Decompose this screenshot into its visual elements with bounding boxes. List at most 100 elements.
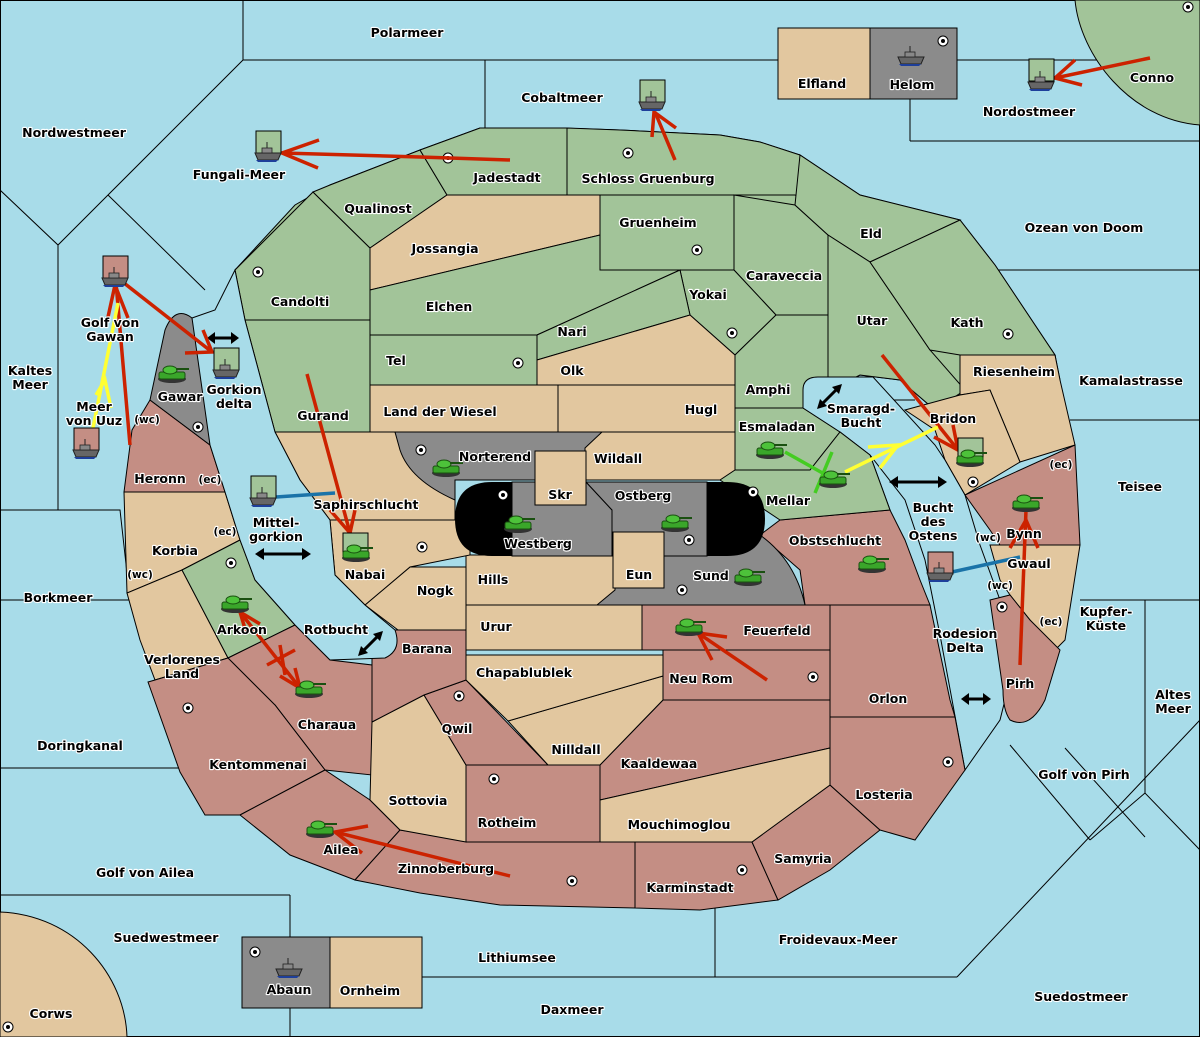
fleet-unit[interactable] xyxy=(1027,58,1055,92)
supply-center-icon xyxy=(249,946,261,958)
label-olk: Olk xyxy=(560,363,584,378)
label-qwil: Qwil xyxy=(442,721,473,736)
arrowhead xyxy=(1051,58,1083,87)
region-conno[interactable] xyxy=(1074,0,1200,126)
order-convoy-line xyxy=(951,555,1021,574)
coast-labels: (wc) (ec) (ec) (wc) (ec) (wc) (wc) (ec) xyxy=(126,413,1073,629)
label-mouchimoglou: Mouchimoglou xyxy=(628,817,731,832)
label-cobaltmeer: Cobaltmeer xyxy=(521,90,603,105)
order-move-arrow xyxy=(1054,56,1151,80)
fleet-unit[interactable] xyxy=(72,427,100,460)
label-mittel-1: Mittel- xyxy=(253,515,300,530)
supply-center-icon xyxy=(415,444,427,456)
fleet-unit[interactable] xyxy=(249,475,277,508)
region-elfland[interactable] xyxy=(777,27,871,100)
label-obstschlucht: Obstschlucht xyxy=(789,533,881,548)
label-qualinost: Qualinost xyxy=(344,201,411,216)
supply-center-icon xyxy=(726,327,738,339)
label-bucht-2: des xyxy=(921,514,946,529)
label-heronn: Heronn xyxy=(134,471,186,486)
double-arrow-icon xyxy=(961,693,991,705)
region-ornheim[interactable] xyxy=(329,936,423,1009)
label-amphi: Amphi xyxy=(746,382,791,397)
label-nilldall: Nilldall xyxy=(551,742,600,757)
order-cut-mark xyxy=(813,451,834,494)
label-chapablublek: Chapablublek xyxy=(476,665,573,680)
label-candolti: Candolti xyxy=(271,294,330,309)
region-pirh[interactable] xyxy=(989,594,1061,723)
coast-label: (ec) xyxy=(1040,616,1063,628)
label-karminstadt: Karminstadt xyxy=(646,880,733,895)
label-daxmeer: Daxmeer xyxy=(540,1002,604,1017)
label-charaua: Charaua xyxy=(298,717,356,732)
label-nordostmeer: Nordostmeer xyxy=(983,104,1076,119)
region-skr[interactable] xyxy=(534,450,587,506)
supply-center-icon xyxy=(942,756,954,768)
label-korbia: Korbia xyxy=(152,543,198,558)
fleet-unit[interactable] xyxy=(101,255,129,288)
label-riesenheim: Riesenheim xyxy=(973,364,1055,379)
supply-center-icon xyxy=(182,702,194,714)
label-tel: Tel xyxy=(386,353,406,368)
label-gawar: Gawar xyxy=(158,389,204,404)
label-uuz-2: von Uuz xyxy=(66,413,122,428)
fleet-unit[interactable] xyxy=(254,130,282,163)
sea-labels: Polarmeer Cobaltmeer Nordwestmeer Fungal… xyxy=(7,24,1193,1018)
label-corws: Corws xyxy=(30,1006,73,1021)
sea-smaragd-bucht[interactable] xyxy=(802,376,1011,772)
impassable-west-arc xyxy=(455,482,492,556)
label-kupfer-2: Küste xyxy=(1086,618,1126,633)
label-rodesion-1: Rodesion xyxy=(933,626,998,641)
label-sottovia: Sottovia xyxy=(389,793,448,808)
region-gruenheim[interactable] xyxy=(599,194,735,271)
label-nari: Nari xyxy=(557,324,586,339)
supply-center-icon xyxy=(676,584,688,596)
label-verlorenes-1: Verlorenes xyxy=(144,652,220,667)
label-saphir: Saphirschlucht xyxy=(314,497,419,512)
label-mellar: Mellar xyxy=(766,493,811,508)
label-orlon: Orlon xyxy=(869,691,908,706)
supply-center-icon xyxy=(683,534,695,546)
label-golf-ailea: Golf von Ailea xyxy=(96,865,194,880)
label-ornheim: Ornheim xyxy=(340,983,400,998)
supply-center-icon xyxy=(937,35,949,47)
label-losteria: Losteria xyxy=(855,787,912,802)
region-rotheim[interactable] xyxy=(465,764,601,843)
label-norterend: Norterend xyxy=(459,449,531,464)
order-move-arrow xyxy=(697,631,768,682)
fleet-unit[interactable] xyxy=(638,79,666,112)
fleet-unit[interactable] xyxy=(212,347,240,380)
label-doringkanal: Doringkanal xyxy=(37,738,123,753)
label-rotheim: Rotheim xyxy=(478,815,537,830)
label-caraveccia: Caraveccia xyxy=(746,268,822,283)
label-feuerfeld: Feuerfeld xyxy=(743,623,810,638)
label-golf-gawan-2: Gawan xyxy=(86,329,134,344)
label-sund: Sund xyxy=(693,568,729,583)
label-rodesion-2: Delta xyxy=(946,640,984,655)
label-bynn: Bynn xyxy=(1006,526,1041,541)
label-utar: Utar xyxy=(857,313,889,328)
sea-gorkion-channel[interactable] xyxy=(191,268,398,661)
label-land-wiesel: Land der Wiesel xyxy=(383,404,496,419)
coast-label: (ec) xyxy=(199,474,222,486)
fleet-unit[interactable] xyxy=(926,551,954,583)
supply-center-icon xyxy=(2,1021,14,1033)
label-gwaul: Gwaul xyxy=(1007,556,1050,571)
coast-label: (ec) xyxy=(214,526,237,538)
label-hills: Hills xyxy=(478,572,509,587)
army-unit[interactable] xyxy=(955,437,988,468)
supply-center-icon xyxy=(1182,1,1194,13)
supply-center-icon xyxy=(747,486,759,498)
arrowhead xyxy=(330,824,369,855)
label-pirh: Pirh xyxy=(1006,676,1035,691)
label-ailea: Ailea xyxy=(323,842,358,857)
label-kamalastrasse: Kamalastrasse xyxy=(1079,373,1183,388)
army-unit[interactable] xyxy=(341,532,374,563)
order-cut-mark xyxy=(278,644,287,676)
label-urur: Urur xyxy=(480,619,512,634)
supply-center-icon xyxy=(622,147,634,159)
region-corws[interactable] xyxy=(0,911,128,1037)
region-eun[interactable] xyxy=(612,531,665,589)
label-borkmeer: Borkmeer xyxy=(24,590,94,605)
